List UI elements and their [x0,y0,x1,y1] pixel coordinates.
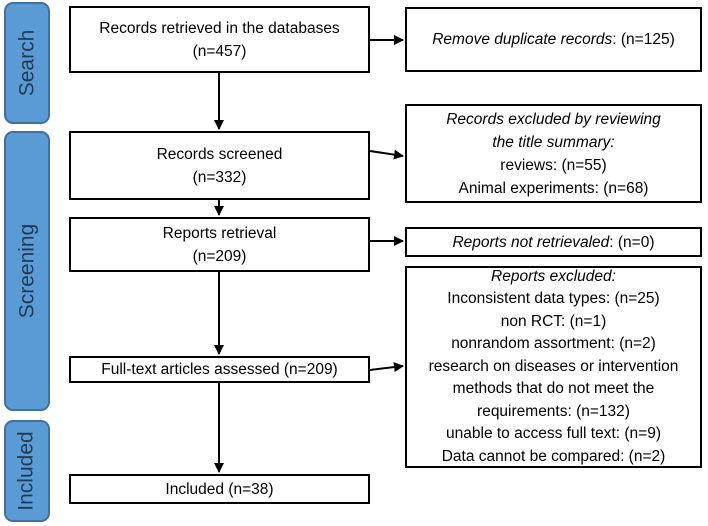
reports-retrieval-label: Reports retrieval [162,224,277,242]
excluded-non-rct: non RCT: (n=1) [500,312,607,330]
fulltext-assessed-label: Full-text articles assessed (n=209) [101,361,338,378]
reports-not-retrieved-count: : (n=0) [609,233,655,251]
excluded-by-title-box: Records excluded by reviewing the title … [405,104,702,203]
records-screened-box: Records screened (n=332) [69,131,370,200]
reports-not-retrieved-box: Reports not retrievaled: (n=0) [405,227,702,257]
fulltext-assessed-box: Full-text articles assessed (n=209) [69,356,370,383]
remove-duplicates-box: Remove duplicate records: (n=125) [405,7,702,72]
arrow-to-excluded-title [369,149,404,160]
arrow-to-reports-excluded [369,362,404,373]
excluded-by-title-heading-1: Records excluded by reviewing [446,110,661,128]
reports-not-retrieved-label: Reports not retrievaled [452,233,610,251]
excluded-reviews: reviews: (n=55) [500,156,607,174]
reports-excluded-box: Reports excluded: Inconsistent data type… [405,266,702,468]
records-retrieved-count: (n=457) [192,42,247,60]
phase-label-screening: Screening [4,131,50,411]
remove-duplicates-count: : (n=125) [612,31,675,48]
excluded-by-title-heading-2: the title summary: [492,133,615,151]
remove-duplicates-text: Remove duplicate records: (n=125) [432,28,675,51]
phase-label-included: Included [4,420,50,522]
excluded-not-comparable: Data cannot be compared: (n=2) [441,447,666,465]
excluded-research-line-1: research on diseases or intervention [428,357,679,375]
excluded-research-line-2: methods that do not meet the [452,380,655,398]
excluded-animal-experiments: Animal experiments: (n=68) [458,179,649,197]
phase-label-search: Search [4,2,50,124]
excluded-inconsistent-data: Inconsistent data types: (n=25) [447,290,660,308]
included-box: Included (n=38) [69,474,370,504]
records-retrieved-label: Records retrieved in the databases [99,19,340,37]
excluded-no-full-text: unable to access full text: (n=9) [446,425,661,443]
records-screened-count: (n=332) [192,168,247,186]
included-label: Included (n=38) [165,480,274,498]
reports-not-retrieved-text: Reports not retrievaled: (n=0) [452,231,654,254]
remove-duplicates-label: Remove duplicate records [432,31,613,48]
records-screened-label: Records screened [156,145,283,163]
excluded-research-line-3: requirements: (n=132) [477,402,630,420]
records-retrieved-box: Records retrieved in the databases (n=45… [69,6,370,73]
reports-retrieval-count: (n=209) [192,247,247,265]
excluded-nonrandom: nonrandom assortment: (n=2) [451,335,656,353]
reports-excluded-heading: Reports excluded: [491,267,616,285]
reports-retrieval-box: Reports retrieval (n=209) [69,217,370,272]
